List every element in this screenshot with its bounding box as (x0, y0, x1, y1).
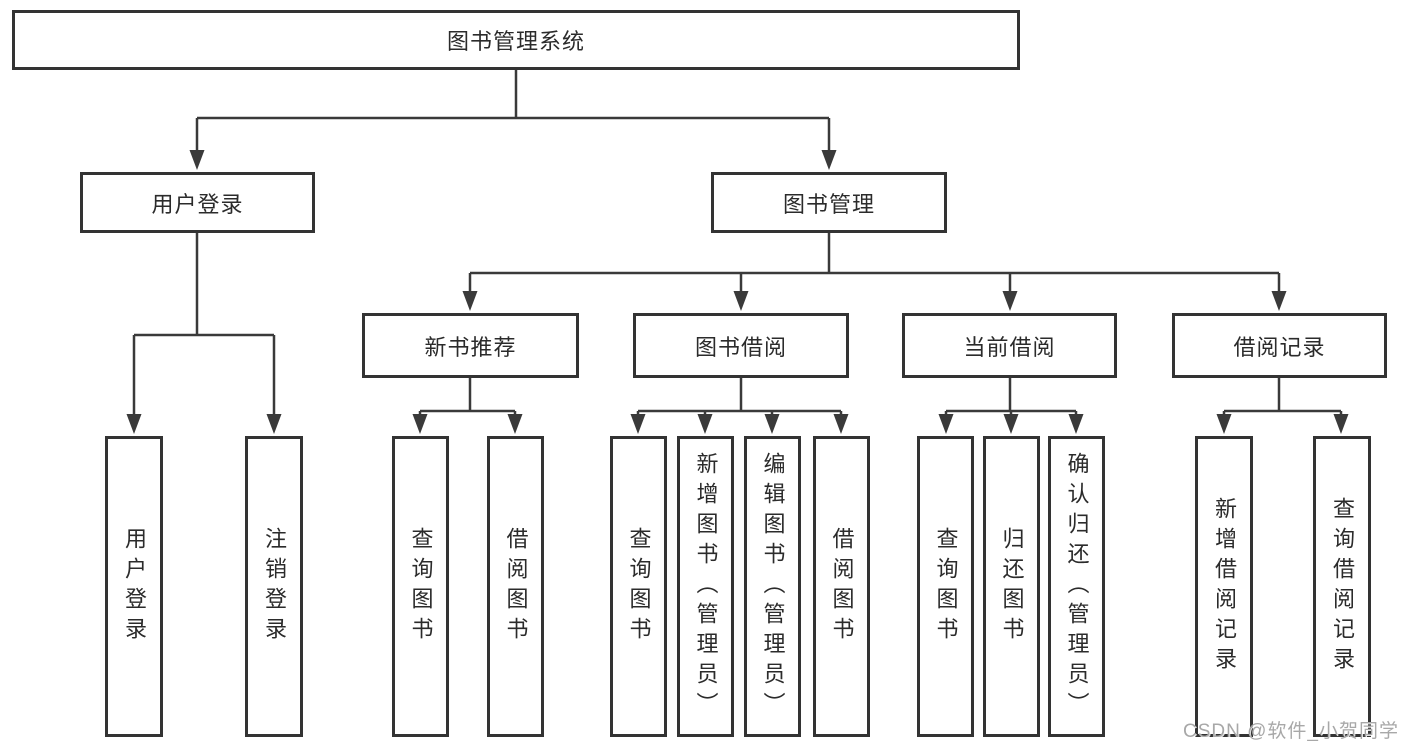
node-label: 归还图书 (999, 526, 1025, 647)
node-label: 新书推荐 (424, 334, 517, 360)
node-book-borrowing: 图书借阅 (633, 313, 849, 378)
node-new-book-recommend: 新书推荐 (362, 313, 579, 378)
leaf-query-books-3: 查询图书 (917, 436, 974, 737)
node-user-login-group: 用户登录 (80, 172, 315, 233)
csdn-watermark: CSDN @软件_小贺同学 (1183, 721, 1399, 742)
node-label: 查询图书 (933, 526, 959, 647)
node-book-management: 图书管理 (711, 172, 947, 233)
node-label: 新增图书（管理员） (693, 451, 719, 722)
node-label: 确认归还（管理员） (1064, 451, 1090, 722)
node-label: 新增借阅记录 (1212, 496, 1237, 677)
node-label: 查询借阅记录 (1330, 496, 1355, 677)
node-label: 图书管理系统 (446, 29, 585, 54)
node-label: 当前借阅 (963, 334, 1056, 360)
node-label: 注销登录 (262, 526, 287, 647)
leaf-user-login: 用户登录 (105, 436, 163, 737)
leaf-add-books-admin: 新增图书（管理员） (677, 436, 734, 737)
node-label: 用户登录 (122, 526, 147, 647)
leaf-logout: 注销登录 (245, 436, 303, 737)
leaf-edit-books-admin: 编辑图书（管理员） (744, 436, 801, 737)
edge-arrowheads (126, 150, 1349, 434)
node-label: 借阅记录 (1233, 334, 1326, 360)
node-label: 图书管理 (782, 191, 875, 217)
leaf-confirm-return-admin: 确认归还（管理员） (1048, 436, 1105, 737)
leaf-query-books-2: 查询图书 (610, 436, 667, 737)
leaf-borrow-books-1: 借阅图书 (487, 436, 544, 737)
node-label: 图书借阅 (694, 334, 787, 360)
node-label: 查询图书 (626, 526, 652, 647)
node-label: 查询图书 (408, 526, 434, 647)
node-current-borrowing: 当前借阅 (902, 313, 1117, 378)
leaf-add-borrow-record: 新增借阅记录 (1195, 436, 1253, 737)
leaf-return-books: 归还图书 (983, 436, 1040, 737)
leaf-borrow-books-2: 借阅图书 (813, 436, 870, 737)
node-borrowing-records: 借阅记录 (1172, 313, 1387, 378)
leaf-query-books-1: 查询图书 (392, 436, 449, 737)
leaf-query-borrow-record: 查询借阅记录 (1313, 436, 1371, 737)
node-label: 编辑图书（管理员） (760, 451, 786, 722)
node-root-system: 图书管理系统 (12, 10, 1020, 70)
node-label: 借阅图书 (829, 526, 855, 647)
node-label: 用户登录 (151, 191, 244, 217)
node-label: 借阅图书 (503, 526, 529, 647)
